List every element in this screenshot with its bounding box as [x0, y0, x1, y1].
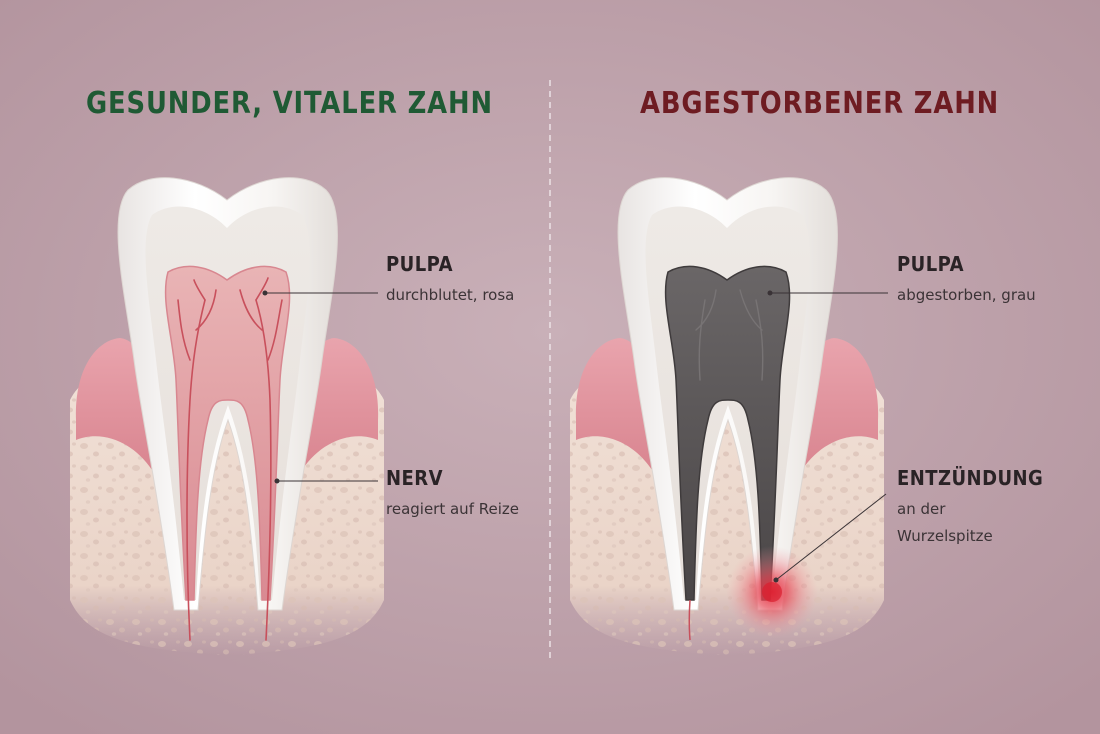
label-description: an der Wurzelspitze: [897, 500, 993, 545]
gum-left-outer: [75, 338, 152, 470]
gum-right-dead: [802, 338, 879, 470]
healthy-tooth-illustration: [70, 177, 384, 655]
label-title: ENTZÜNDUNG: [897, 466, 1044, 490]
label-title: PULPA: [386, 252, 454, 276]
pulpa-pointer-healthy: [262, 290, 268, 296]
label-title: NERV: [386, 466, 443, 490]
inflammation-core: [762, 582, 782, 602]
label-pulpa-healthy: PULPA durchblutet, rosa: [386, 252, 526, 309]
pulpa-pointer-dead: [767, 290, 773, 296]
dead-tooth-illustration: [570, 177, 888, 655]
root-trace-left: [688, 599, 691, 641]
label-description: abgestorben, grau: [897, 286, 1036, 304]
entzuendung-leader: [775, 493, 887, 581]
dead-panel-title: ABGESTORBENER ZAHN: [640, 86, 1000, 121]
label-title: PULPA: [897, 252, 965, 276]
entzuendung-pointer: [773, 577, 779, 583]
label-nerv: NERV reagiert auf Reize: [386, 466, 526, 523]
nerv-pointer: [274, 478, 280, 484]
gum-right-outer: [302, 338, 379, 470]
label-description: reagiert auf Reize: [386, 500, 519, 518]
label-pulpa-dead: PULPA abgestorben, grau: [897, 252, 1037, 309]
gum-left-dead: [575, 338, 652, 470]
dead-vessels: [695, 289, 764, 381]
nerve-vessels: [177, 277, 283, 641]
healthy-panel-title: GESUNDER, VITALER ZAHN: [86, 86, 493, 121]
label-description: durchblutet, rosa: [386, 286, 515, 304]
label-entzuendung: ENTZÜNDUNG an der Wurzelspitze: [897, 466, 1060, 550]
